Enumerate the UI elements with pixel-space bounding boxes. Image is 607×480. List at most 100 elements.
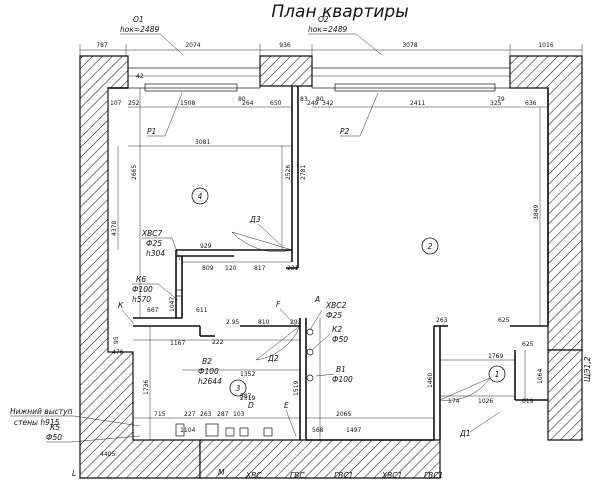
door-d2-label: Д2 xyxy=(267,354,279,363)
dim-810: 810 xyxy=(258,319,270,326)
dim-231: 231 xyxy=(287,265,299,272)
dim-929: 929 xyxy=(200,243,212,250)
room-3-marker: 3 xyxy=(229,379,247,397)
dim-2781: 2781 xyxy=(300,165,307,180)
dim-2665: 2665 xyxy=(131,165,138,180)
exterior-wall-right-lower xyxy=(547,349,583,441)
radiator-1-label: Р1 xyxy=(147,127,156,136)
room-4-number: 4 xyxy=(198,192,203,201)
radiator-2 xyxy=(334,83,496,92)
dim-636: 636 xyxy=(525,100,537,107)
dim-top-5: 1016 xyxy=(538,42,553,49)
b1-label: В1 xyxy=(336,365,346,374)
dim-2065: 2065 xyxy=(336,411,351,418)
b2-label: В2 xyxy=(202,357,212,366)
dim-625a: 625 xyxy=(522,341,534,348)
door-d1-label: Д1 xyxy=(459,429,471,438)
bottom-gvs1b-label: ГВС1 xyxy=(424,471,443,480)
dim-2411: 2411 xyxy=(410,100,425,107)
k6-diameter: Ф100 xyxy=(132,285,153,294)
plan-title: План квартиры xyxy=(271,2,408,22)
dim-611: 611 xyxy=(196,307,208,314)
b2-diameter: Ф100 xyxy=(198,367,219,376)
dim-568: 568 xyxy=(312,427,324,434)
dim-476: 476 xyxy=(112,349,124,356)
dim-top-1: 787 xyxy=(96,42,108,49)
k6-label: К6 xyxy=(136,275,146,284)
xvs7-height: h304 xyxy=(146,249,165,258)
dim-3849: 3849 xyxy=(533,205,540,220)
dim-1104: 1104 xyxy=(180,427,195,434)
window-2-code: О2 xyxy=(318,15,329,24)
dim-1047: 1047 xyxy=(169,297,176,312)
xvs2-label: ХВС2 xyxy=(325,301,347,310)
window-2-sill: hок=2489 xyxy=(308,25,347,34)
dim-4378: 4378 xyxy=(111,221,118,236)
door-d2 xyxy=(255,325,301,361)
k6-height: h570 xyxy=(132,295,151,304)
radiator-2-label: Р2 xyxy=(340,127,350,136)
interior-dimension-lines xyxy=(117,88,548,440)
dim-263b: 263 xyxy=(200,411,212,418)
room-3-number: 3 xyxy=(236,384,241,393)
bottom-hvs-label: ХВС xyxy=(245,471,262,480)
dim-107: 107 xyxy=(110,100,122,107)
exterior-wall-bottom xyxy=(199,439,441,479)
dim-249: 249 xyxy=(307,100,319,107)
dim-625b: 625 xyxy=(498,317,510,324)
dim-292: 292 xyxy=(290,319,302,326)
dim-263a: 263 xyxy=(436,317,448,324)
dim-1508: 1508 xyxy=(180,100,195,107)
m-label: М xyxy=(218,468,225,477)
room-1-marker: 1 xyxy=(488,365,506,383)
dim-1026: 1026 xyxy=(478,398,493,405)
k-label: К xyxy=(118,301,124,310)
dim-top-4: 3078 xyxy=(402,42,417,49)
dim-295: 2.95 xyxy=(226,319,240,326)
dim-2526: 2526 xyxy=(285,165,292,180)
b2-height: h2644 xyxy=(198,377,222,386)
k5-diameter: Ф50 xyxy=(46,433,62,442)
e-label: Е xyxy=(284,401,289,410)
dim-3081: 3081 xyxy=(195,139,210,146)
room-2-marker: 2 xyxy=(421,237,439,255)
dim-79: 79 xyxy=(497,96,505,103)
dim-222: 222 xyxy=(212,339,224,346)
bottom-gvs1-label: ГВС1 xyxy=(334,471,353,480)
room-4-marker: 4 xyxy=(191,187,209,205)
dim-42: 42 xyxy=(136,73,144,80)
dim-227: 227 xyxy=(184,411,196,418)
wall-pier-middle xyxy=(259,55,313,87)
b1-diameter: Ф100 xyxy=(332,375,353,384)
k2-label: К2 xyxy=(332,325,342,334)
dim-650: 650 xyxy=(270,100,282,107)
d-label: D xyxy=(248,401,254,410)
dim-top-2: 2074 xyxy=(185,42,200,49)
dim-342: 342 xyxy=(322,100,334,107)
bottom-hvs1-label: ХВС1 xyxy=(381,471,402,480)
dim-1064: 1064 xyxy=(537,369,544,384)
ledge-label-2: стены h915 xyxy=(14,418,60,427)
dim-619: 619 xyxy=(522,398,534,405)
dim-325: 325 xyxy=(490,100,502,107)
dim-1460: 1460 xyxy=(427,373,434,388)
dim-1497: 1497 xyxy=(346,427,361,434)
door-d3 xyxy=(231,231,293,252)
room-2-number: 2 xyxy=(428,242,433,251)
dim-587: 587 xyxy=(240,393,252,400)
k5-label: К5 xyxy=(50,423,60,432)
plumbing-fixtures xyxy=(175,289,314,437)
xvs7-label: ХВС7 xyxy=(141,229,163,238)
dim-2519: 2519 xyxy=(240,395,255,402)
dim-264: 264 xyxy=(242,100,254,107)
dim-817: 817 xyxy=(254,265,266,272)
dim-80a: 80 xyxy=(238,96,246,103)
dim-252: 252 xyxy=(128,100,140,107)
dim-1519: 1519 xyxy=(293,381,300,396)
l-label: L xyxy=(72,469,76,478)
dim-95: 95 xyxy=(113,336,120,344)
window-1-code: О1 xyxy=(133,15,144,24)
dim-1736: 1736 xyxy=(143,380,150,395)
dim-120: 120 xyxy=(225,265,237,272)
bottom-gvs-label: ГВС xyxy=(290,471,305,480)
